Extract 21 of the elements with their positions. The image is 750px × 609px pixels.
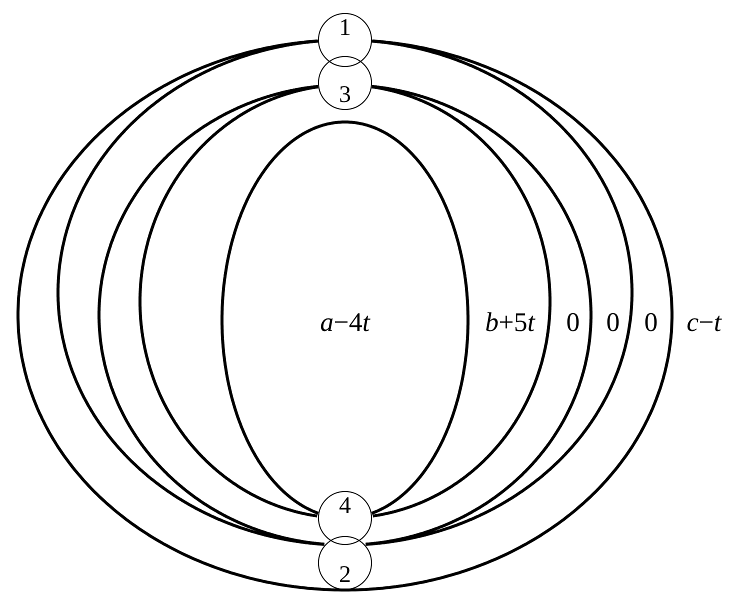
curve — [138, 85, 319, 518]
curve — [366, 40, 634, 546]
curve — [371, 85, 552, 518]
vertex-number: 1 — [338, 16, 352, 40]
vertex-circle — [318, 13, 372, 67]
vertex-number: 3 — [338, 82, 352, 106]
region-label: 0 — [606, 306, 620, 339]
curve — [98, 84, 325, 546]
vertex-number: 2 — [338, 562, 352, 586]
region-label: 0 — [644, 306, 658, 339]
region-label: c−t — [686, 306, 722, 339]
curve — [16, 40, 674, 592]
vertex-circle — [318, 491, 372, 545]
region-label: b+5t — [485, 306, 535, 339]
vertex-circle — [318, 536, 372, 590]
curve — [56, 40, 324, 546]
vertex-circle — [318, 56, 372, 110]
region-label: 0 — [566, 306, 580, 339]
curve — [220, 120, 470, 515]
region-label: a−4t — [320, 306, 370, 339]
vertex-number: 4 — [338, 494, 352, 518]
